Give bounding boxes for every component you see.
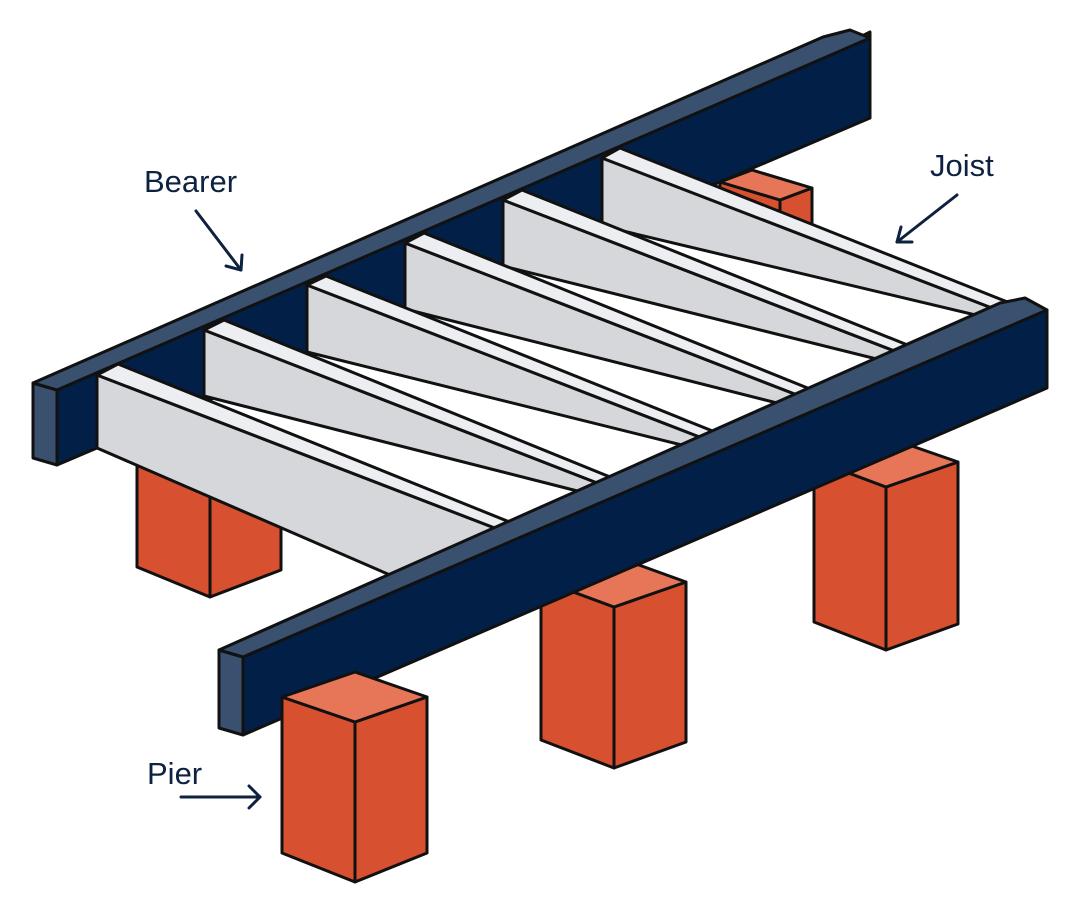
pier-front-right <box>812 435 960 652</box>
bearer-label: Bearer <box>144 164 237 199</box>
pier-arrow-icon <box>179 784 262 810</box>
pier-callout: Pier <box>147 756 262 810</box>
bearer-arrow-icon <box>194 209 244 272</box>
pier-front-left <box>280 670 429 884</box>
joist-callout: Joist <box>895 148 994 244</box>
bearer-callout: Bearer <box>144 164 244 272</box>
bearer-front <box>217 296 1049 737</box>
pier-label: Pier <box>147 756 202 791</box>
joist-arrow-icon <box>895 193 959 244</box>
joist-label: Joist <box>930 148 994 183</box>
